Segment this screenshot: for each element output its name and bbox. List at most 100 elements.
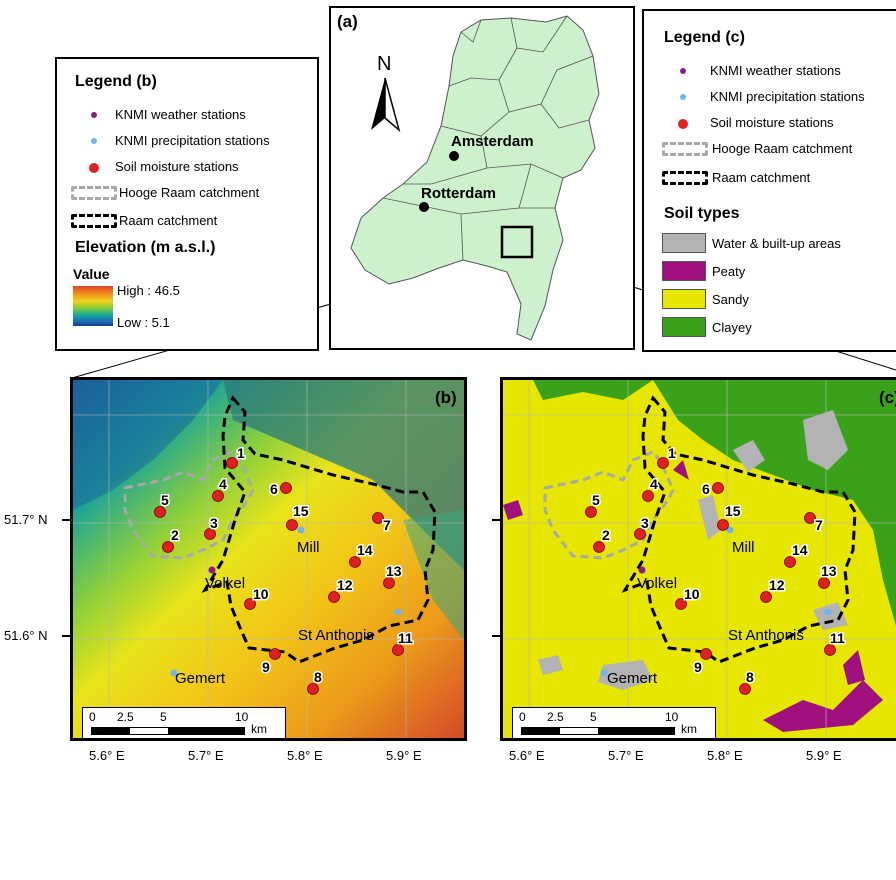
city-rotterdam: Rotterdam	[421, 185, 496, 202]
station-c-10: 10	[684, 586, 700, 602]
soil-sandy: Sandy	[712, 292, 749, 307]
station-c-14: 14	[792, 542, 808, 558]
city-amsterdam: Amsterdam	[451, 133, 534, 150]
place-volkel-c: Volkel	[637, 575, 677, 592]
station-15: 15	[293, 503, 309, 519]
scale-c-2-5: 2.5	[547, 710, 564, 724]
station-c-1: 1	[668, 445, 676, 461]
scale-0: 0	[89, 710, 96, 724]
soil-water-built: Water & built-up areas	[712, 236, 841, 251]
station-c-9: 9	[694, 659, 702, 675]
legend-c-hooge-raam: Hooge Raam catchment	[712, 141, 853, 156]
scalebar-c: 0 2.5 5 10 km	[512, 707, 716, 738]
elevation-gradient	[73, 286, 113, 326]
panel-b-map: Mill Volkel St Anthonis Gemert 1 2 3 4 5…	[70, 377, 467, 741]
scale-10: 10	[235, 710, 249, 724]
place-volkel: Volkel	[205, 575, 245, 592]
station-c-13: 13	[821, 563, 837, 579]
station-7: 7	[383, 517, 391, 533]
station-c-7: 7	[815, 517, 823, 533]
scale-5: 5	[160, 710, 167, 724]
tick-lat-1	[62, 519, 70, 521]
value-label: Value	[73, 266, 110, 282]
lon-label-c-1: 5.6° E	[509, 748, 545, 763]
north-arrow-icon	[371, 77, 401, 133]
lon-label-b-3: 5.8° E	[287, 748, 323, 763]
soil-station-icon	[89, 163, 99, 173]
station-6: 6	[270, 481, 278, 497]
soil-peaty: Peaty	[712, 264, 746, 279]
scale-2-5: 2.5	[117, 710, 134, 724]
netherlands-map: Amsterdam Rotterdam N	[350, 15, 600, 341]
legend-b-raam: Raam catchment	[119, 213, 218, 228]
legend-b-precip: KNMI precipitation stations	[115, 133, 270, 148]
station-c-2: 2	[602, 527, 610, 543]
place-st-anthonis: St Anthonis	[298, 627, 374, 644]
study-area-box	[500, 225, 534, 259]
tick-lat-c-2	[492, 635, 500, 637]
legend-c-soil: Soil moisture stations	[710, 115, 834, 130]
place-st-anthonis-c: St Anthonis	[728, 627, 804, 644]
swatch-clayey	[662, 317, 706, 337]
lon-label-c-2: 5.7° E	[608, 748, 644, 763]
scale-unit: km	[251, 722, 267, 736]
legend-c-title: Legend (c)	[664, 29, 745, 46]
legend-c-weather: KNMI weather stations	[710, 63, 841, 78]
lat-label-b-2: 51.6° N	[4, 628, 48, 643]
station-3: 3	[210, 515, 218, 531]
soil-station-icon	[678, 119, 688, 129]
station-2: 2	[171, 527, 179, 543]
scalebar-b: 0 2.5 5 10 km	[82, 707, 286, 738]
soil-types-title: Soil types	[664, 205, 740, 222]
legend-b-box: Legend (b) KNMI weather stations KNMI pr…	[55, 57, 319, 351]
tick-lat-2	[62, 635, 70, 637]
station-c-15: 15	[725, 503, 741, 519]
lon-label-b-4: 5.9° E	[386, 748, 422, 763]
hooge-raam-icon	[662, 142, 708, 156]
place-mill: Mill	[297, 539, 320, 556]
weather-station-icon	[680, 68, 686, 74]
station-14: 14	[357, 542, 373, 558]
place-gemert-c: Gemert	[607, 670, 658, 687]
panel-c-label: (c)	[879, 388, 896, 407]
scale-c-unit: km	[681, 722, 697, 736]
scale-c-5: 5	[590, 710, 597, 724]
elevation-title: Elevation (m a.s.l.)	[75, 239, 216, 256]
raam-icon	[71, 214, 117, 228]
soil-clayey: Clayey	[712, 320, 752, 335]
elevation-high: High : 46.5	[117, 283, 180, 298]
north-label: N	[377, 53, 391, 75]
place-gemert: Gemert	[175, 670, 226, 687]
legend-b-soil: Soil moisture stations	[115, 159, 239, 174]
place-mill-c: Mill	[732, 539, 755, 556]
lon-label-c-3: 5.8° E	[707, 748, 743, 763]
station-4: 4	[219, 476, 227, 492]
station-c-11: 11	[830, 630, 845, 646]
swatch-water-built	[662, 233, 706, 253]
station-13: 13	[386, 563, 402, 579]
scale-c-0: 0	[519, 710, 526, 724]
hooge-raam-icon	[71, 186, 117, 200]
station-c-8: 8	[746, 669, 754, 685]
station-10: 10	[253, 586, 269, 602]
station-8: 8	[314, 669, 322, 685]
tick-lat-c-1	[492, 519, 500, 521]
panel-b-label: (b)	[435, 388, 457, 407]
station-9: 9	[262, 659, 270, 675]
legend-b-title: Legend (b)	[75, 73, 157, 90]
legend-b-weather: KNMI weather stations	[115, 107, 246, 122]
elevation-low: Low : 5.1	[117, 315, 170, 330]
panel-c-map: Mill Volkel St Anthonis Gemert 1 2 3 4 5…	[500, 377, 896, 741]
swatch-peaty	[662, 261, 706, 281]
panel-a-frame: (a) Amsterdam Rotterdam N	[329, 6, 635, 350]
station-c-4: 4	[650, 476, 658, 492]
precip-station-icon	[680, 94, 686, 100]
station-c-12: 12	[769, 577, 785, 593]
swatch-sandy	[662, 289, 706, 309]
station-12: 12	[337, 577, 353, 593]
legend-c-raam: Raam catchment	[712, 170, 811, 185]
lon-label-b-1: 5.6° E	[89, 748, 125, 763]
station-1: 1	[237, 445, 245, 461]
station-c-5: 5	[592, 492, 600, 508]
raam-icon	[662, 171, 708, 185]
